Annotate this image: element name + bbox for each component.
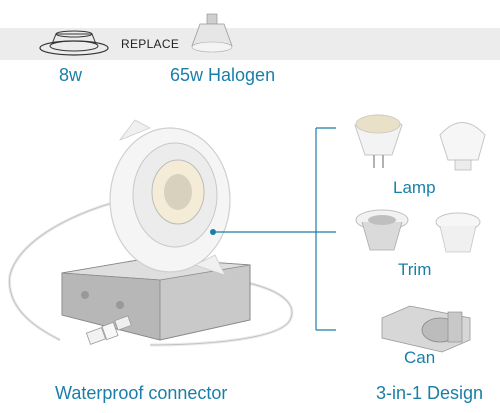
halogen-bulb-icon <box>191 13 233 53</box>
junction-box-icon <box>61 257 251 341</box>
mr16-lamp-icon <box>354 114 403 168</box>
trim-label: Trim <box>398 260 432 279</box>
trim-silver-icon <box>355 209 409 251</box>
replace-label: REPLACE <box>121 37 180 51</box>
trim-white-icon <box>435 212 481 253</box>
waterproof-connector-label: Waterproof connector <box>55 383 228 403</box>
can-label: Can <box>404 348 436 367</box>
design-label: 3-in-1 Design <box>376 383 484 403</box>
can-housing-icon <box>381 305 471 353</box>
led-downlight-icon <box>39 30 109 56</box>
downlight-product-image <box>109 119 231 276</box>
led-watt-label: 8w <box>59 65 83 85</box>
gu10-lamp-icon <box>439 122 486 171</box>
halogen-label: 65w Halogen <box>170 65 276 85</box>
waterproof-connector-icon <box>85 315 132 345</box>
lamp-label: Lamp <box>393 178 436 197</box>
